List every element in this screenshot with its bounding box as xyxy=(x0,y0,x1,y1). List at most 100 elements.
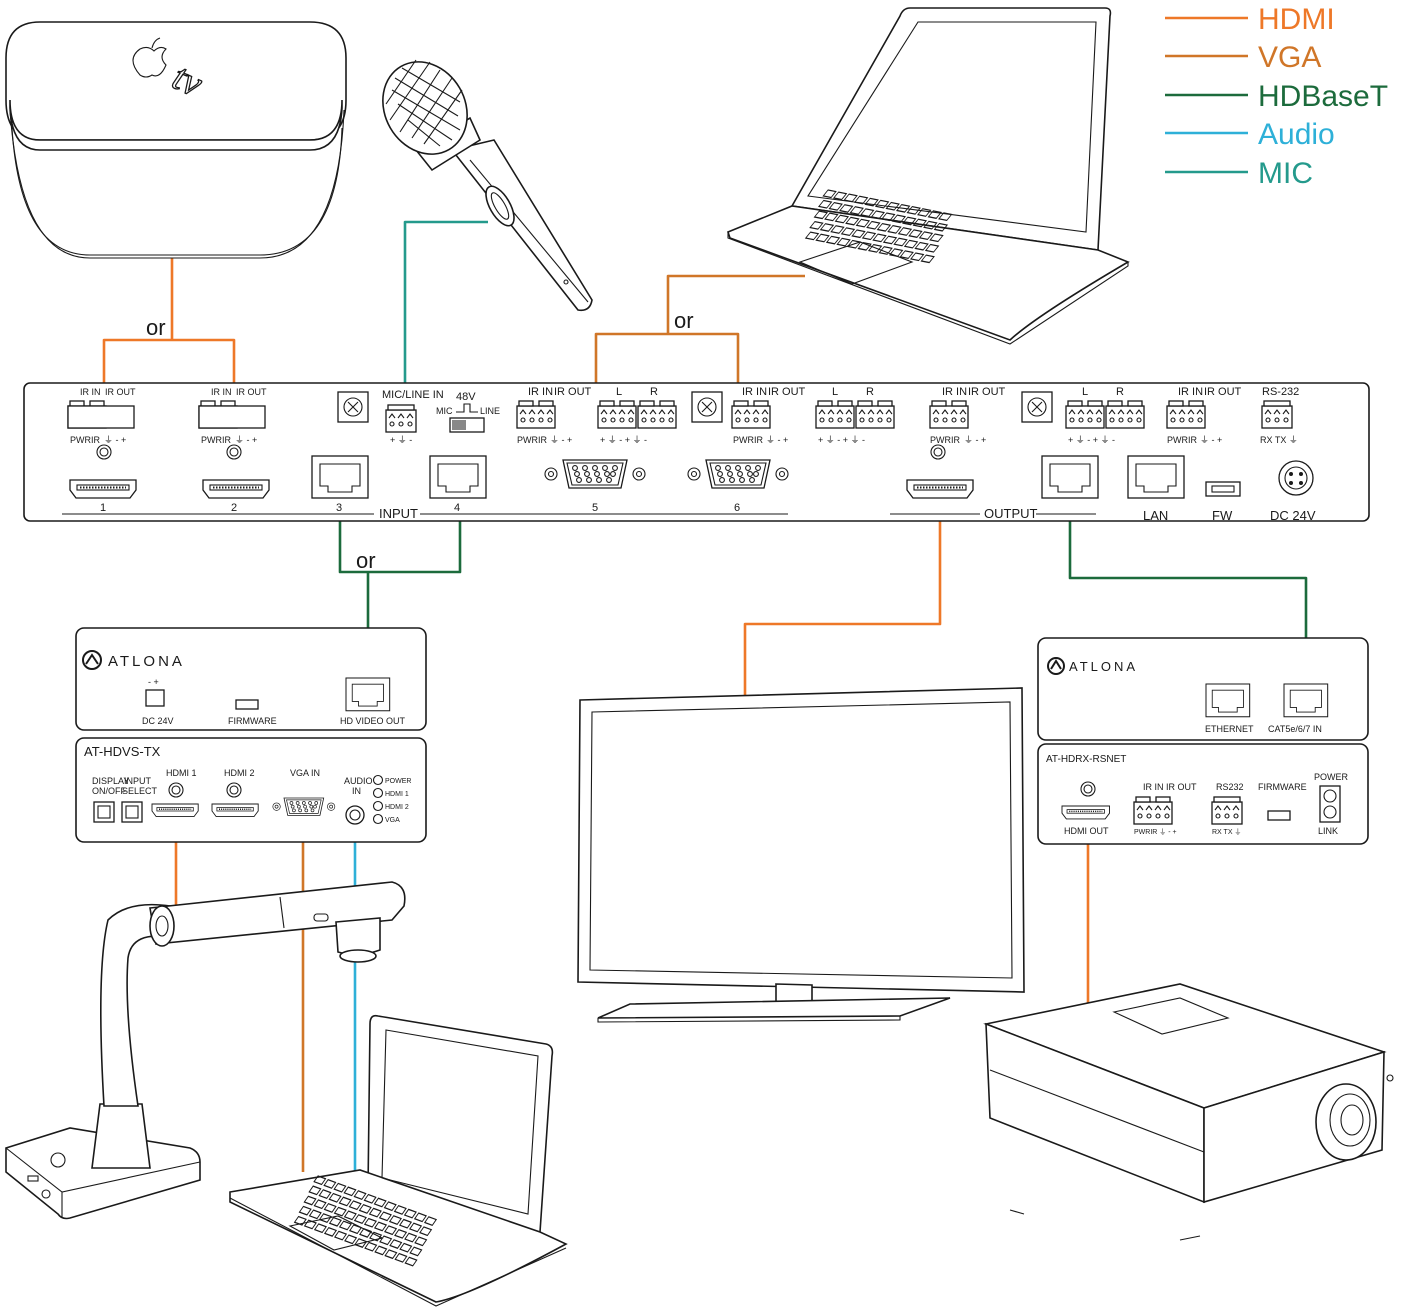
input-2-group: IR IN IR OUT PWRIR ⏚ - + 2 xyxy=(198,387,270,514)
receiver-hdmi-out-port[interactable] xyxy=(1061,805,1111,820)
receiver-power-led-icon xyxy=(1323,789,1337,803)
output-group: IR IN IR OUT PWRIR ⏚ - + L R + ⏚ - + ⏚ -… xyxy=(890,386,1145,521)
in6-pins-label: ⏚ - + xyxy=(766,435,788,445)
tx-audio-in-label-2: IN xyxy=(352,786,361,796)
tx-hdmi2-label: HDMI 2 xyxy=(224,768,255,778)
receiver-link-led-icon xyxy=(1323,805,1337,819)
hdbaset-in-4-port[interactable] xyxy=(429,455,487,499)
input-section-label: INPUT xyxy=(379,506,418,521)
tv-screen xyxy=(589,701,1013,979)
or-label-laptop: or xyxy=(674,308,694,333)
in2-ir-in-label: IR IN xyxy=(211,387,232,397)
hdbaset-in-3-port[interactable] xyxy=(311,455,369,499)
legend-item-mic: MIC xyxy=(1165,157,1313,190)
led-power-icon xyxy=(372,774,384,786)
apple-logo-icon xyxy=(132,37,167,78)
out-ir-out-label: IR OUT xyxy=(968,386,1006,398)
mic-grille xyxy=(382,61,468,155)
cable-output-hdbaset xyxy=(1068,500,1308,688)
in5-number-label: 5 xyxy=(592,502,598,514)
projector-sensor-icon xyxy=(1386,1074,1394,1082)
display-onoff-label-2: ON/OFF xyxy=(92,786,126,796)
receiver-firmware-port[interactable] xyxy=(1267,810,1291,821)
tx-audio-in-label-1: AUDIO xyxy=(344,776,373,786)
in2-pins-label: ⏚ - + xyxy=(235,435,257,445)
display-onoff-button[interactable] xyxy=(93,801,115,823)
legend-item-vga: VGA xyxy=(1165,41,1321,74)
legend-label-hdmi: HDMI xyxy=(1258,3,1335,36)
lan-port[interactable] xyxy=(1127,455,1185,499)
cable-output-hdmi xyxy=(743,500,942,700)
receiver-rxtx-label: RX TX ⏚ xyxy=(1212,828,1241,836)
in1-number-label: 1 xyxy=(100,502,106,514)
receiver-power-label: POWER xyxy=(1314,772,1349,782)
tx-hdmi1-port[interactable] xyxy=(151,803,199,818)
hdmi-in-1-port[interactable] xyxy=(69,479,137,499)
input-select-button[interactable] xyxy=(121,801,143,823)
receiver-model: AT-HDRX-RSNET xyxy=(1046,754,1126,765)
legend-label-hdbaset: HDBaseT xyxy=(1258,80,1388,113)
in6-pwrir-label: PWRIR xyxy=(733,435,763,445)
out-pins-label: ⏚ - + xyxy=(964,435,986,445)
tx-led-column: POWER HDMI 1 HDMI 2 VGA xyxy=(372,774,411,825)
ctrl-pins-label: ⏚ - + xyxy=(1200,435,1222,445)
out-audio-r-label: R xyxy=(1116,386,1124,398)
document-camera xyxy=(5,881,406,1220)
receiver-ir-in-label: IR IN xyxy=(1143,782,1164,792)
mic-handle xyxy=(450,139,593,312)
or-label-hdbaset: or xyxy=(356,548,376,573)
led-hdmi1-label: HDMI 1 xyxy=(385,791,409,798)
television xyxy=(577,687,1025,1023)
in5-pwrir-label: PWRIR xyxy=(517,435,547,445)
input-5-group: IR IN IR OUT PWRIR ⏚ - + L R + ⏚ - + ⏚ -… xyxy=(516,386,677,514)
receiver-cat-in-label: CAT5e/6/7 IN xyxy=(1268,724,1322,734)
transmitter-brand: ATLONA xyxy=(108,653,185,670)
led-hdmi2-label: HDMI 2 xyxy=(385,804,409,811)
display-onoff-label-1: DISPLAY xyxy=(92,776,129,786)
transmitter-hdbaset-out-port[interactable] xyxy=(345,677,391,712)
receiver-hdmi-out-label: HDMI OUT xyxy=(1064,826,1109,836)
in4-number-label: 4 xyxy=(454,502,460,514)
in6-audio-r-label: R xyxy=(866,386,874,398)
legend-label-mic: MIC xyxy=(1258,157,1313,190)
tx-hdmi2-port[interactable] xyxy=(211,803,259,818)
tx-hdmi1-label: HDMI 1 xyxy=(166,768,197,778)
transmitter-dc-pins: - + xyxy=(148,677,159,687)
led-hdmi2-icon xyxy=(372,800,384,812)
mic-switch-label: MIC xyxy=(436,406,453,416)
in5-audio-pins-label: + ⏚ - + ⏚ - xyxy=(600,435,647,445)
dc-power-port[interactable] xyxy=(1278,460,1314,496)
led-vga-label: VGA xyxy=(385,817,400,824)
fw-label: FW xyxy=(1212,508,1233,523)
legend: HDMI VGA HDBaseT Audio MIC xyxy=(1165,3,1388,190)
in6-audio-l-label: L xyxy=(832,386,838,398)
receiver-ethernet-port[interactable] xyxy=(1205,683,1251,718)
hdmi-in-2-port[interactable] xyxy=(202,479,270,499)
legend-label-vga: VGA xyxy=(1258,41,1321,74)
out-ir-in-label: IR IN xyxy=(942,386,967,398)
in6-audio-pins-label: + ⏚ - + ⏚ - xyxy=(818,435,865,445)
mic-line-group: MIC/LINE IN + ⏚ - 48V MIC LINE xyxy=(337,389,500,445)
led-hdmi1-icon xyxy=(372,787,384,799)
line-switch-label: LINE xyxy=(480,406,500,416)
in2-ir-out-label: IR OUT xyxy=(236,387,267,397)
hdmi-out-port[interactable] xyxy=(906,479,974,499)
in5-ir-out-label: IR OUT xyxy=(554,386,592,398)
camera-base xyxy=(5,1127,201,1220)
input-1-group: IR IN IR OUT PWRIR ⏚ - + 1 xyxy=(67,387,137,514)
out-audio-pins-label: + ⏚ - + ⏚ - xyxy=(1068,435,1115,445)
tv-frame xyxy=(577,687,1025,993)
legend-label-audio: Audio xyxy=(1258,118,1335,151)
in1-pwrir-label: PWRIR xyxy=(70,435,100,445)
laptop-top-trackpad xyxy=(798,241,914,285)
transmitter: ATLONA - + DC 24V FIRMWARE HD VIDEO OUT … xyxy=(75,627,427,843)
transmitter-logo-icon xyxy=(82,650,102,670)
input-6-group: IR IN IR OUT PWRIR ⏚ - + L R + ⏚ - + ⏚ -… xyxy=(687,386,895,514)
transmitter-firmware-port[interactable] xyxy=(235,699,259,710)
receiver-cat-in-port[interactable] xyxy=(1283,683,1329,718)
tx-audio-in-port[interactable] xyxy=(345,805,365,825)
fw-port[interactable] xyxy=(1205,481,1241,497)
or-label-appletv: or xyxy=(146,315,166,340)
hdbaset-out-port[interactable] xyxy=(1041,455,1099,499)
